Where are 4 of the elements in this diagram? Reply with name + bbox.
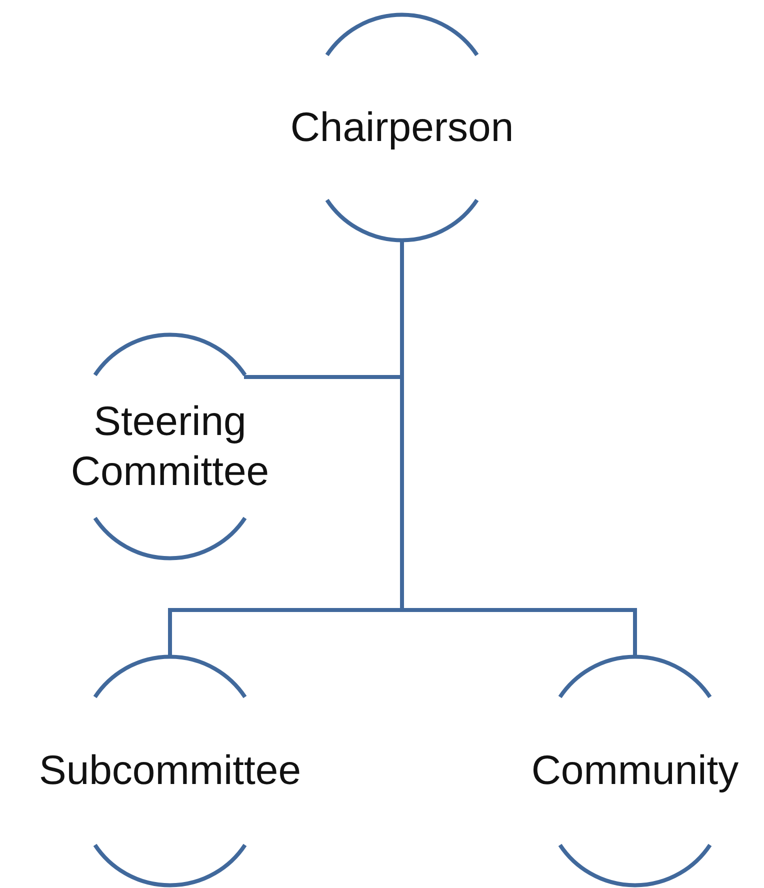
node-label: Chairperson [290, 102, 514, 152]
node-label: Community [531, 746, 739, 796]
node-label: Subcommittee [38, 746, 302, 796]
node-label: Steering Committee [70, 397, 270, 496]
